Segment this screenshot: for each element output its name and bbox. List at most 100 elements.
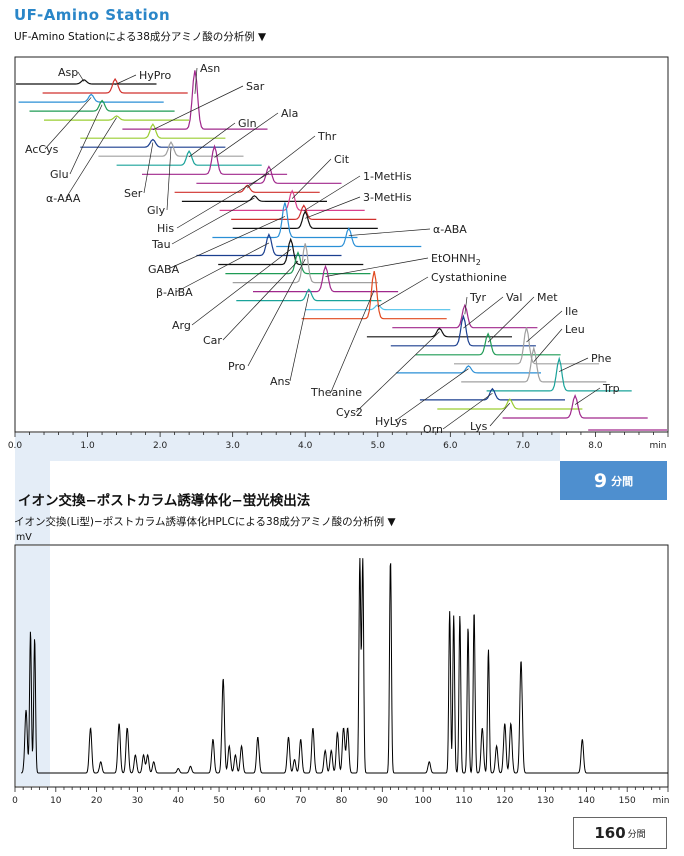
method-heading: イオン交換−ポストカラム誘導体化−蛍光検出法	[18, 493, 311, 509]
chart1-trace-37	[437, 398, 583, 410]
chart1-peak-label: HyPro	[139, 69, 172, 82]
chart2-x-tick-label: 120	[496, 796, 513, 806]
chart1-peak-label: Ser	[124, 187, 143, 200]
chart1-x-unit: min	[650, 441, 667, 451]
fast-time-value: 9	[593, 469, 608, 492]
chart1-peak-label: Asn	[200, 62, 220, 75]
chart1-leader-line	[191, 249, 291, 326]
chart1-peak-label: β-AiBA	[156, 286, 193, 299]
chart2-x-unit: min	[653, 796, 670, 806]
chart1-leader-line	[222, 260, 299, 341]
chart1-trace-36	[419, 387, 565, 401]
chart1-x-tick-label: 7.0	[516, 441, 531, 451]
chart2-x-tick-label: 50	[213, 796, 225, 806]
chart1-leader-line	[166, 147, 172, 211]
chart1-trace-1	[16, 79, 157, 85]
chart1-trace-22	[225, 251, 371, 275]
chart1-trace-9	[98, 141, 244, 157]
chart1-trace-6	[122, 70, 268, 130]
chart1-trace-11	[142, 144, 288, 175]
chart1-leader-line	[487, 296, 535, 343]
chart2-x-tick-label: 130	[537, 796, 554, 806]
chart2-x-tick-label: 90	[377, 796, 389, 806]
chart1-leader-line	[69, 104, 103, 175]
chart1-trace-3	[18, 93, 164, 103]
chart1-x-tick-label: 3.0	[226, 441, 241, 451]
chart1-peak-label: Theanine	[310, 386, 362, 399]
chart1-trace-4	[29, 99, 175, 112]
chart1-trace-18	[212, 202, 358, 239]
chart1-trace-20	[196, 232, 342, 257]
chart1-x-tick-label: 4.0	[298, 441, 313, 451]
chart1-peak-label: Cystathionine	[431, 271, 507, 284]
chart1-leader-line	[143, 142, 154, 194]
chart1-leader-line	[167, 216, 286, 270]
page-title: UF-Amino Station	[14, 6, 171, 24]
chart1-leader-line	[303, 175, 361, 212]
chart1-leader-line	[289, 293, 310, 382]
chart1-x-tick-label: 2.0	[153, 441, 168, 451]
chart2-x-tick-label: 80	[336, 796, 348, 806]
chart1-leader-line	[194, 67, 198, 94]
chart1-peak-label: Glu	[50, 168, 69, 181]
chart1-leader-line	[114, 74, 137, 85]
chart2-x-tick-label: 100	[415, 796, 432, 806]
slow-time-badge: 160 分間	[573, 817, 667, 849]
slow-time-value: 160	[594, 824, 626, 842]
chart1-peak-label: 1-MetHis	[363, 170, 412, 183]
chart1-leader-line	[176, 172, 270, 229]
chart1-trace-21	[218, 237, 364, 266]
chart2-x-tick-label: 70	[295, 796, 307, 806]
chart2-x-tick-label: 110	[455, 796, 472, 806]
chart1-leader-line	[533, 328, 563, 362]
chart1-trace-15	[219, 189, 365, 211]
chart2-x-tick-label: 10	[50, 796, 62, 806]
chart1-trace-12	[196, 165, 342, 184]
chart1-peak-label: His	[157, 222, 174, 235]
chart1-trace-28	[392, 303, 538, 329]
chart1-leader-line	[214, 112, 279, 158]
chart1-peak-label: Met	[537, 291, 558, 304]
chart1-peak-label: Car	[203, 334, 222, 347]
chart1-leader-line	[171, 197, 255, 245]
chart1-trace-7	[80, 123, 226, 139]
chart2-frame	[14, 544, 669, 788]
chart1-leader-line	[247, 258, 306, 367]
chart1-trace-31	[415, 332, 561, 356]
chart1-trace-29	[366, 327, 512, 338]
chart1-trace-38	[502, 393, 648, 419]
chart2-x-tick-label: 40	[173, 796, 185, 806]
chart1-leader-line	[152, 85, 244, 131]
chart2-subtitle: イオン交換(Li型)−ポストカラム誘導体化HPLCによる38成分アミノ酸の分析例…	[14, 516, 396, 528]
chart1-peak-label: Ile	[565, 305, 578, 318]
chart1-peak-label: α-ABA	[433, 223, 467, 236]
chart1-leader-line	[291, 158, 332, 199]
chart1-peak-label: EtOHNH2	[431, 252, 481, 267]
chart1-leader-line	[305, 196, 361, 219]
chart1-leader-line	[377, 276, 429, 308]
chart2-trace	[20, 557, 668, 774]
chart1-trace-8	[80, 138, 226, 148]
chart1-trace-14	[181, 195, 327, 202]
chart1-peak-label: Pro	[228, 360, 246, 373]
chart1-trace-23	[232, 243, 378, 284]
chart1-peak-label: Orn	[423, 423, 443, 436]
chart1-leader-line	[526, 310, 563, 343]
chart1-leader-line	[489, 402, 511, 427]
chart1-leader-line	[394, 368, 469, 422]
chart1-peak-label: Tau	[151, 238, 171, 251]
chart1-leader-line	[559, 357, 589, 372]
chart1-trace-17	[232, 210, 378, 229]
chart1-peak-label: Phe	[591, 352, 612, 365]
time-expansion-band	[15, 433, 560, 545]
chart1-peak-label: α-AAA	[46, 192, 81, 205]
chart1-x-tick-label: 1.0	[80, 441, 95, 451]
chart1-subtitle: UF-Amino Stationによる38成分アミノ酸の分析例 ▼	[14, 31, 267, 43]
chart1-peak-label: Gln	[238, 117, 257, 130]
slow-time-unit: 分間	[627, 829, 646, 840]
chart1-frame	[14, 56, 669, 433]
chart1-peak-label: HyLys	[375, 415, 407, 428]
chart1-trace-34	[461, 345, 607, 383]
chart1-peak-label: Leu	[565, 323, 585, 336]
chart1-peak-label: Thr	[317, 130, 337, 143]
